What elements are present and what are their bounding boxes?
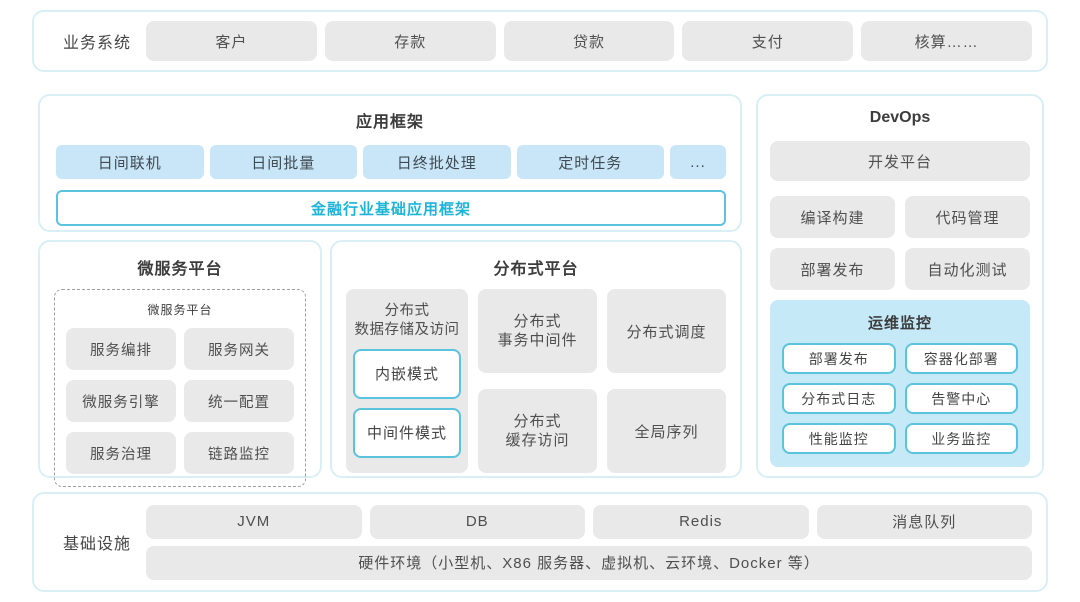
microservice-items-grid: 服务编排 服务网关 微服务引擎 统一配置 服务治理 链路监控 — [66, 328, 294, 474]
infra-item-db: DB — [369, 504, 585, 539]
infra-item-hardware-env: 硬件环境（小型机、X86 服务器、虚拟机、云环境、Docker 等） — [146, 545, 1032, 580]
distributed-storage-title: 分布式 数据存储及访问 — [354, 303, 460, 338]
devops-item-auto-test: 自动化测试 — [905, 248, 1030, 290]
ops-item-deploy-release: 部署发布 — [782, 343, 896, 374]
ops-item-alert-center: 告警中心 — [904, 383, 1018, 414]
ms-item-governance: 服务治理 — [66, 432, 176, 474]
app-framework-items-row: 日间联机 日间批量 日终批处理 定时任务 ... — [56, 145, 726, 179]
business-systems-label: 业务系统 — [62, 35, 131, 52]
ops-monitoring-panel: 运维监控 部署发布 容器化部署 分布式日志 告警中心 性能监控 业务监控 — [770, 300, 1030, 467]
storage-mode-middleware: 中间件模式 — [353, 407, 461, 458]
infra-item-redis: Redis — [593, 504, 809, 539]
business-item-payment: 支付 — [682, 21, 854, 61]
microservice-title: 微服务平台 — [137, 261, 223, 278]
infrastructure-label: 基础设施 — [62, 536, 131, 553]
devops-item-build: 编译构建 — [770, 196, 895, 238]
infrastructure-panel: 基础设施 JVM DB Redis 消息队列 硬件环境（小型机、X86 服务器、… — [32, 492, 1048, 592]
microservice-inner-title: 微服务平台 — [147, 303, 213, 317]
app-framework-title: 应用框架 — [355, 114, 424, 131]
dist-item-transaction-mw: 分布式 事务中间件 — [478, 289, 597, 373]
devops-items-grid: 编译构建 代码管理 部署发布 自动化测试 — [770, 196, 1030, 290]
infra-item-jvm: JVM — [146, 504, 362, 539]
distributed-storage-box: 分布式 数据存储及访问 内嵌模式 中间件模式 — [346, 289, 468, 473]
business-items-row: 客户 存款 贷款 支付 核算…… — [146, 21, 1032, 61]
ops-item-perf-monitor: 性能监控 — [782, 423, 896, 454]
dist-item-global-sequence: 全局序列 — [607, 389, 726, 473]
ms-item-gateway: 服务网关 — [184, 328, 294, 370]
ops-monitoring-title: 运维监控 — [867, 315, 932, 332]
financial-base-framework-box: 金融行业基础应用框架 — [56, 190, 726, 226]
app-framework-item-more: ... — [670, 145, 726, 179]
business-item-deposit: 存款 — [324, 21, 496, 61]
ops-monitoring-grid: 部署发布 容器化部署 分布式日志 告警中心 性能监控 业务监控 — [782, 343, 1018, 454]
distributed-middle-column: 分布式 事务中间件 分布式 缓存访问 — [478, 289, 597, 473]
business-item-loan: 贷款 — [503, 21, 675, 61]
distributed-body: 分布式 数据存储及访问 内嵌模式 中间件模式 分布式 事务中间件 分布式 缓存访… — [346, 289, 726, 473]
ms-item-config: 统一配置 — [184, 380, 294, 422]
infrastructure-body: JVM DB Redis 消息队列 硬件环境（小型机、X86 服务器、虚拟机、云… — [146, 504, 1032, 580]
distributed-title: 分布式平台 — [493, 261, 579, 278]
microservice-panel: 微服务平台 微服务平台 服务编排 服务网关 微服务引擎 统一配置 服务治理 链路… — [38, 240, 322, 487]
devops-item-dev-platform: 开发平台 — [770, 141, 1030, 181]
business-item-accounting: 核算…… — [861, 21, 1032, 61]
app-framework-item-daytime-batch: 日间批量 — [209, 145, 357, 179]
infrastructure-items-row: JVM DB Redis 消息队列 — [146, 504, 1032, 539]
app-framework-item-eod-batch: 日终批处理 — [363, 145, 511, 179]
business-item-customer: 客户 — [146, 21, 317, 61]
devops-item-deploy: 部署发布 — [770, 248, 895, 290]
app-framework-item-scheduled-task: 定时任务 — [516, 145, 664, 179]
microservice-inner-box: 微服务平台 服务编排 服务网关 微服务引擎 统一配置 服务治理 链路监控 — [54, 289, 306, 487]
devops-item-code-mgmt: 代码管理 — [905, 196, 1030, 238]
ms-item-orchestration: 服务编排 — [66, 328, 176, 370]
ops-item-container-deploy: 容器化部署 — [904, 343, 1018, 374]
storage-mode-embedded: 内嵌模式 — [353, 348, 461, 399]
dist-item-scheduling: 分布式调度 — [607, 289, 726, 373]
devops-panel: DevOps 开发平台 编译构建 代码管理 部署发布 自动化测试 运维监控 部署… — [756, 94, 1044, 478]
business-systems-panel: 业务系统 客户 存款 贷款 支付 核算…… — [32, 10, 1048, 72]
ops-item-business-monitor: 业务监控 — [904, 423, 1018, 454]
app-framework-panel: 应用框架 日间联机 日间批量 日终批处理 定时任务 ... 金融行业基础应用框架 — [38, 94, 742, 232]
infra-item-mq: 消息队列 — [816, 504, 1032, 539]
app-framework-item-daytime-online: 日间联机 — [56, 145, 204, 179]
ops-item-distributed-log: 分布式日志 — [782, 383, 896, 414]
distributed-right-column: 分布式调度 全局序列 — [607, 289, 726, 473]
ms-item-engine: 微服务引擎 — [66, 380, 176, 422]
devops-title: DevOps — [869, 109, 931, 126]
ms-item-tracing: 链路监控 — [184, 432, 294, 474]
distributed-panel: 分布式平台 分布式 数据存储及访问 内嵌模式 中间件模式 分布式 事务中间件 分… — [330, 240, 742, 478]
dist-item-cache-access: 分布式 缓存访问 — [478, 389, 597, 473]
